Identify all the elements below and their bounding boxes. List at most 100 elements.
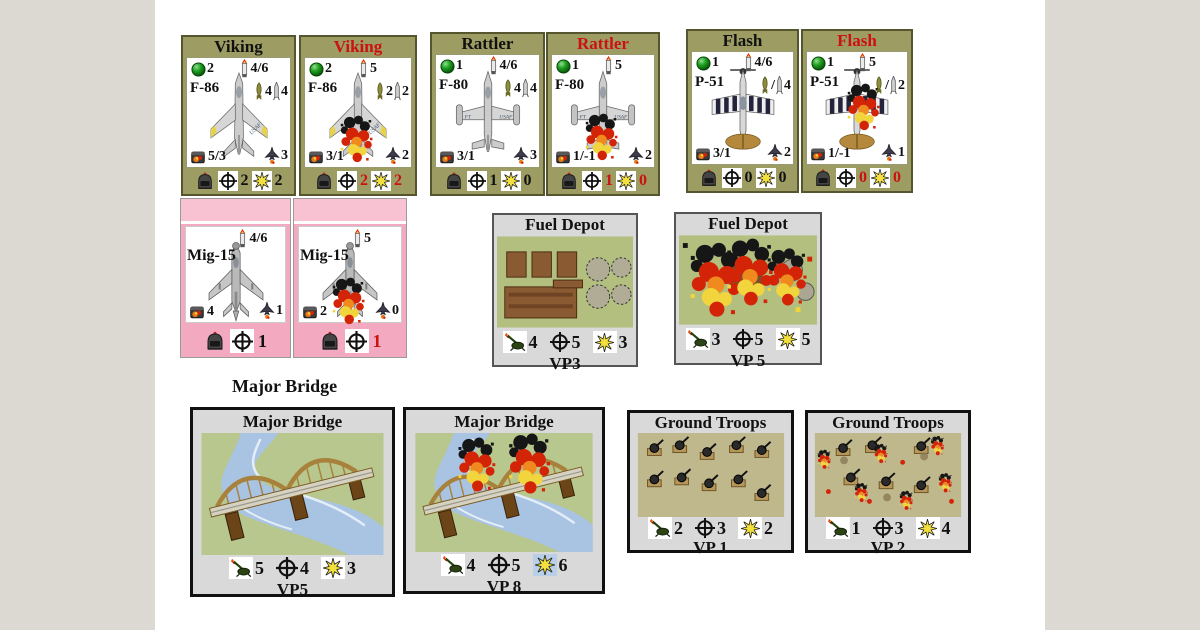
climb-stat: 5 <box>352 229 371 249</box>
guns-stat: 2 <box>301 304 327 320</box>
card-footer: 1 0 <box>548 168 658 194</box>
target-card-fuel-depot-intact[interactable]: Fuel Depot 4 5 3 VP3 <box>492 213 638 373</box>
rocket-climb-icon <box>488 56 499 76</box>
crosshair-box <box>836 168 856 188</box>
card-title: Rattler <box>461 34 514 53</box>
plane-name: F-80 <box>555 77 585 93</box>
dogfight-stat: 1 <box>881 144 905 162</box>
hits-stat: 2 <box>738 517 773 539</box>
flak-box <box>229 557 253 579</box>
card-title: Viking <box>333 37 383 56</box>
aircraft-card-mig15-intact[interactable]: 4/6 Mig-15 4 1 1 <box>180 198 291 358</box>
crosshair-box <box>344 329 369 353</box>
dogfight-stat: 3 <box>513 147 537 165</box>
crosshair-icon <box>733 329 753 349</box>
green-orb-icon <box>309 62 324 77</box>
crosshair-icon <box>695 518 715 538</box>
green-orb-icon <box>556 59 571 74</box>
rocket-climb-icon <box>743 53 754 73</box>
cannon-icon <box>438 149 456 165</box>
crosshair-box <box>467 171 487 191</box>
plane-name: F-80 <box>439 77 469 93</box>
target-card-major-bridge-damaged[interactable]: Major Bridge 4 5 6 VP 8 <box>403 407 605 596</box>
crosshair-icon <box>276 557 298 579</box>
card-footer: 1 <box>181 325 290 357</box>
explosion-icon <box>253 172 271 190</box>
card-title: Ground Troops <box>654 413 767 432</box>
card-title: Fuel Depot <box>708 214 788 233</box>
endurance-stat: 1 <box>440 58 463 74</box>
crosshair-box <box>582 171 602 191</box>
crosshair-box <box>722 168 742 188</box>
guns-stat: 4 <box>188 304 214 320</box>
aircraft-card-flash-intact[interactable]: Flash 1 4/6 P-51 /4 3/1 2 0 0 <box>686 29 799 193</box>
victory-points: VP 5 <box>730 351 766 370</box>
guns-stat: 5/3 <box>189 149 226 165</box>
endurance-stat: 2 <box>191 61 214 77</box>
card-stats: 4 5 6 <box>406 552 602 578</box>
explosion-icon <box>323 558 343 578</box>
mig-card-header <box>181 199 290 224</box>
target-card-fuel-depot-damaged[interactable]: Fuel Depot 3 5 5 VP 5 <box>674 212 822 370</box>
pilot-helmet-icon <box>314 171 334 191</box>
pilot-helmet-icon <box>444 171 464 191</box>
cannon-icon <box>809 146 827 162</box>
target-card-ground-troops-intact[interactable]: Ground Troops 2 3 2 VP 1 <box>627 410 794 557</box>
cannon-icon <box>188 304 206 320</box>
section-label-major-bridge: Major Bridge <box>232 376 338 396</box>
bomb-icon <box>503 79 513 98</box>
explosion-box <box>321 557 345 579</box>
enemy-fighter-icon <box>881 144 897 162</box>
guns-stat: 3/1 <box>307 149 344 165</box>
card-footer: 0 0 <box>803 165 911 191</box>
crosshair-icon <box>338 172 356 190</box>
explosion-box <box>755 168 776 188</box>
pilot-helmet-icon <box>195 171 215 191</box>
explosion-box <box>592 331 617 353</box>
plane-name: P-51 <box>810 74 840 90</box>
guns-stat: 3/1 <box>438 149 475 165</box>
explosion-icon <box>757 169 775 187</box>
target-card-major-bridge-intact[interactable]: Major Bridge 5 4 3 VP5 <box>190 407 395 599</box>
nav-stat: 5 <box>733 329 764 350</box>
fire-damage-overlay <box>338 113 376 165</box>
green-orb-icon <box>191 62 206 77</box>
bomb-icon <box>760 76 770 95</box>
pilot-helmet-icon <box>319 330 341 352</box>
rocket-climb-icon <box>603 56 614 76</box>
enemy-fighter-icon <box>385 147 401 165</box>
ordnance-stat: /2 <box>874 76 905 95</box>
enemy-fighter-icon <box>259 302 275 320</box>
aircraft-card-mig15-damaged[interactable]: 5 Mig-15 2 0 1 <box>293 198 407 358</box>
pilot-helmet-icon <box>559 171 579 191</box>
crosshair-icon <box>873 518 893 538</box>
card-stats: 1 3 4 <box>808 517 968 539</box>
aircraft-card-flash-damaged[interactable]: Flash 1 5 P-51 /2 1/-1 1 0 0 <box>801 29 913 193</box>
aircraft-card-rattler-damaged[interactable]: Rattler 1 5 F-80 1/-1 2 1 0 <box>546 32 660 196</box>
hits-stat: 3 <box>592 331 628 353</box>
flak-gun-icon <box>649 519 671 537</box>
flak-box <box>502 331 527 353</box>
plane-name: P-51 <box>695 74 725 90</box>
card-title: Fuel Depot <box>525 215 605 234</box>
target-card-ground-troops-damaged[interactable]: Ground Troops 1 3 4 VP 2 <box>805 410 971 557</box>
dogfight-stat: 0 <box>375 302 399 320</box>
rocket-icon <box>394 82 401 101</box>
plane-name: F-86 <box>190 80 220 96</box>
endurance-stat: 1 <box>556 58 579 74</box>
flak-stat: 1 <box>825 517 861 539</box>
endurance-stat: 2 <box>309 61 332 77</box>
green-orb-icon <box>811 56 826 71</box>
hits-value: 2 <box>274 172 283 189</box>
cannon-icon <box>694 146 712 162</box>
explosion-box <box>915 517 940 539</box>
victory-points: VP 8 <box>486 577 522 596</box>
guns-stat: 3/1 <box>694 146 731 162</box>
pilot-helmet-icon <box>699 168 719 188</box>
fire-damage-overlay <box>330 275 368 327</box>
card-stats: 2 3 2 <box>630 517 791 539</box>
victory-points: VP 1 <box>693 538 728 557</box>
